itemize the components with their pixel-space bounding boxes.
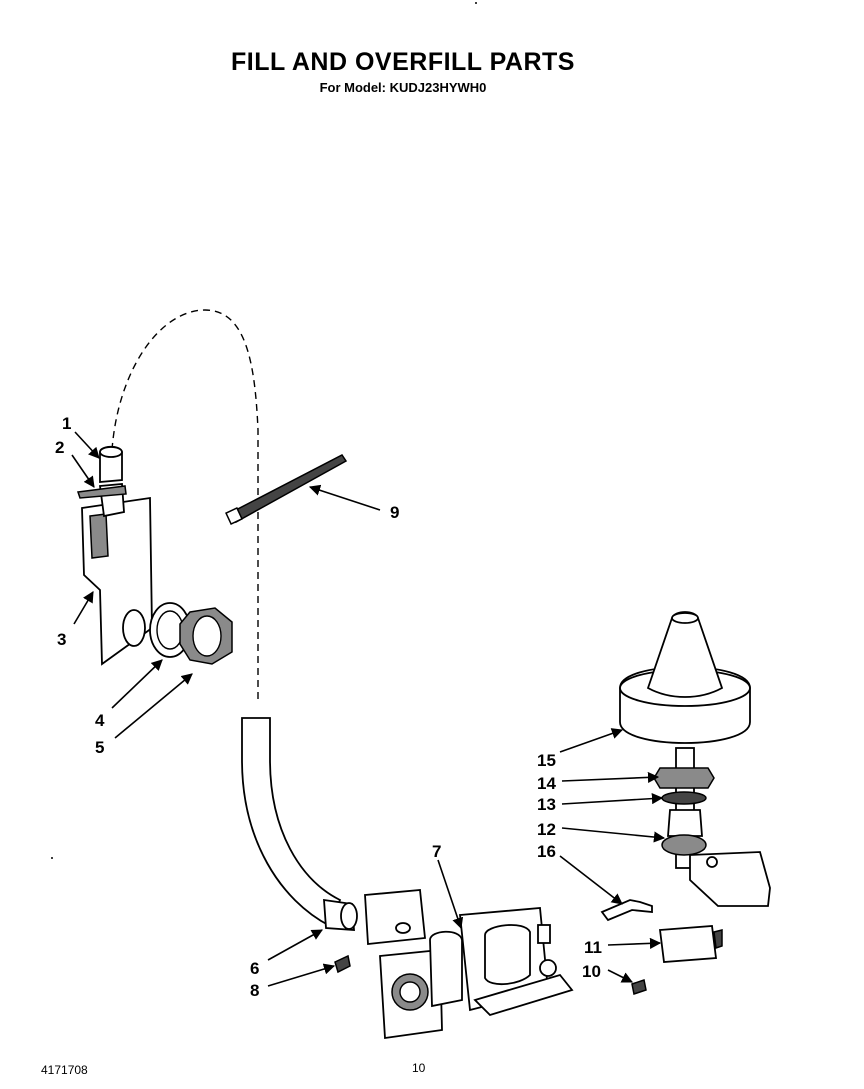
callout-9: 9 bbox=[390, 503, 399, 522]
micro-switch bbox=[658, 925, 723, 963]
callout-2: 2 bbox=[55, 438, 64, 457]
callout-labels: 1 2 3 4 5 6 7 8 9 10 11 12 13 14 15 16 bbox=[55, 414, 602, 1000]
cable-tie bbox=[225, 454, 348, 525]
overfill-float bbox=[619, 611, 751, 744]
hex-nut bbox=[179, 607, 233, 665]
switch-lever bbox=[600, 899, 653, 922]
document-number: 4171708 bbox=[41, 1063, 88, 1077]
callout-6: 6 bbox=[250, 959, 259, 978]
page-title: FILL AND OVERFILL PARTS bbox=[231, 48, 575, 76]
callout-10: 10 bbox=[582, 962, 601, 981]
callout-7: 7 bbox=[432, 842, 441, 861]
float-stem-stack bbox=[653, 747, 715, 869]
callout-5: 5 bbox=[95, 738, 104, 757]
callout-14: 14 bbox=[537, 774, 556, 793]
switch-screw bbox=[631, 979, 647, 995]
switch-bracket bbox=[689, 851, 771, 907]
callout-4: 4 bbox=[95, 711, 105, 730]
scan-marks bbox=[51, 2, 477, 859]
callout-8: 8 bbox=[250, 981, 259, 1000]
callout-15: 15 bbox=[537, 751, 556, 770]
callout-1: 1 bbox=[62, 414, 71, 433]
model-subtitle: For Model: KUDJ23HYWH0 bbox=[319, 80, 487, 95]
valve-screw bbox=[334, 954, 351, 974]
callout-11: 11 bbox=[584, 938, 602, 957]
fill-hose bbox=[241, 717, 358, 931]
callout-16: 16 bbox=[537, 842, 556, 861]
leader-lines bbox=[71, 431, 666, 987]
water-valve bbox=[364, 889, 574, 1040]
hose-path-dashed bbox=[111, 309, 259, 700]
callout-12: 12 bbox=[537, 820, 556, 839]
callout-13: 13 bbox=[537, 795, 556, 814]
page-number: 10 bbox=[412, 1061, 426, 1075]
callout-3: 3 bbox=[57, 630, 66, 649]
